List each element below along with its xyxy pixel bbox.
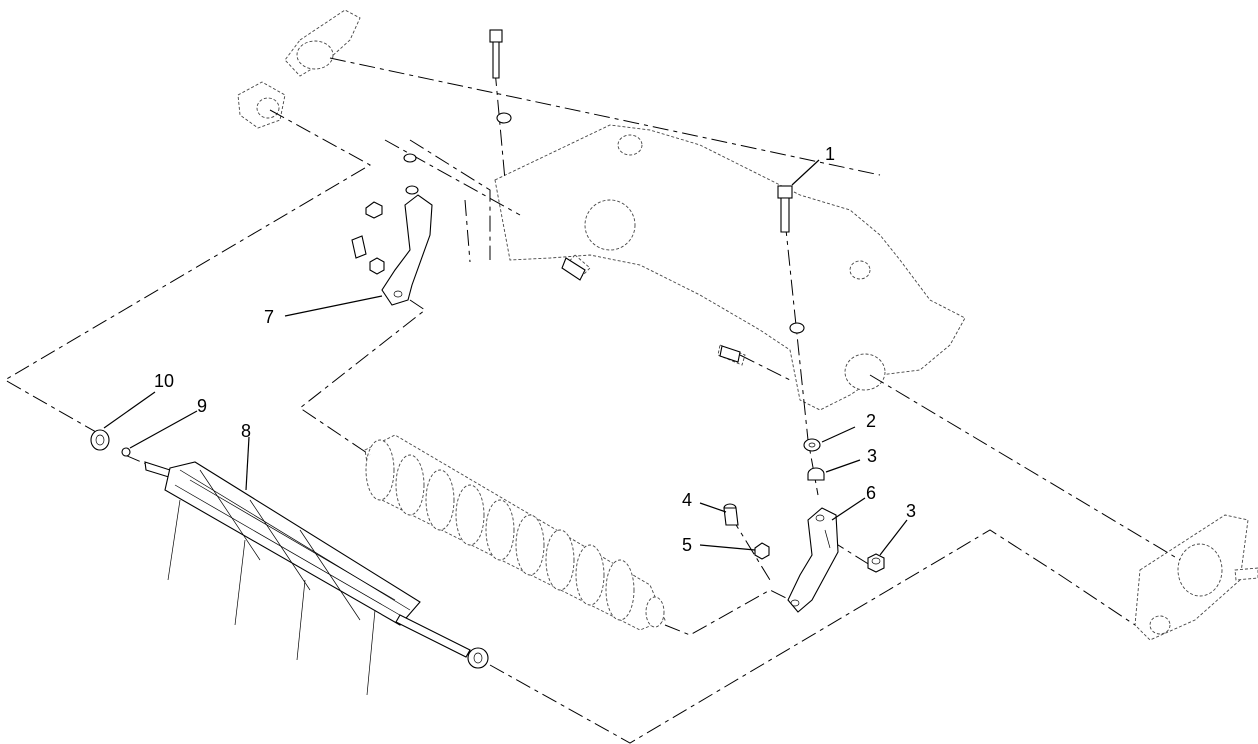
side-bolts [561,257,741,363]
nut-3-right [867,553,885,573]
callout-6: 6 [866,483,876,503]
callout-10: 10 [154,371,174,391]
callout-1: 1 [825,144,835,164]
callout-3-right: 3 [906,501,916,521]
callout-8: 8 [241,421,251,441]
bracket-7 [351,153,433,306]
bolt-4 [723,503,739,526]
callout-3-upper: 3 [867,446,877,466]
callout-7: 7 [264,307,274,327]
callouts: 1 2 3 3 4 5 6 7 8 9 10 [154,144,916,555]
top-bolt [489,29,512,124]
washer-2 [803,438,821,452]
callout-4: 4 [682,490,692,510]
phantom-side-arm [237,9,361,129]
nut-5 [754,542,770,560]
bolt-1 [777,185,805,334]
leader-lines [103,159,908,556]
phantom-side-plate [1134,514,1258,641]
callout-9: 9 [197,396,207,416]
bracket-6 [787,507,839,613]
phantom-roller [364,434,666,631]
callout-5: 5 [682,535,692,555]
reel-assembly [90,429,489,696]
callout-2: 2 [866,411,876,431]
phantom-lines [4,57,1181,744]
nut-3-upper [807,467,825,481]
